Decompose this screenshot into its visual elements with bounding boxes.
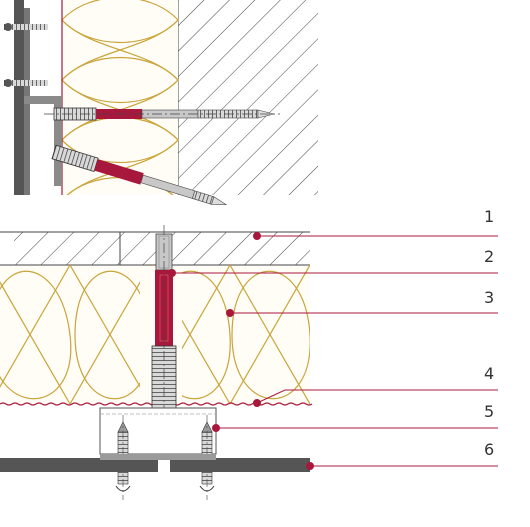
leader-3 <box>226 309 498 317</box>
callout-number-5: 5 <box>484 402 494 421</box>
top-section-detail <box>4 0 318 205</box>
callout-number-4: 4 <box>484 364 494 383</box>
bracket <box>99 407 217 455</box>
callout-number-6: 6 <box>484 440 494 459</box>
top-panel-screw-2 <box>4 79 48 87</box>
top-facade-panel <box>14 0 24 195</box>
callout-number-2: 2 <box>484 247 494 266</box>
leader-5 <box>212 424 498 432</box>
top-wall-hatch <box>178 0 318 195</box>
callout-leaders <box>168 232 498 470</box>
main-fastener <box>151 225 177 440</box>
facade-panel <box>0 454 310 472</box>
bottom-section-detail <box>0 225 313 500</box>
callout-number-1: 1 <box>484 207 494 226</box>
top-bracket <box>24 96 62 104</box>
leader-2 <box>168 269 498 277</box>
top-fastener-horizontal <box>44 107 280 121</box>
leader-1 <box>253 232 498 240</box>
top-panel-screw-1 <box>4 23 48 31</box>
concrete-layer <box>0 232 310 265</box>
callout-numbers: 1 2 3 4 5 6 <box>484 207 494 459</box>
leader-6 <box>306 462 498 470</box>
top-fastener-angled <box>51 144 228 205</box>
callout-number-3: 3 <box>484 288 494 307</box>
leader-4 <box>253 389 498 407</box>
